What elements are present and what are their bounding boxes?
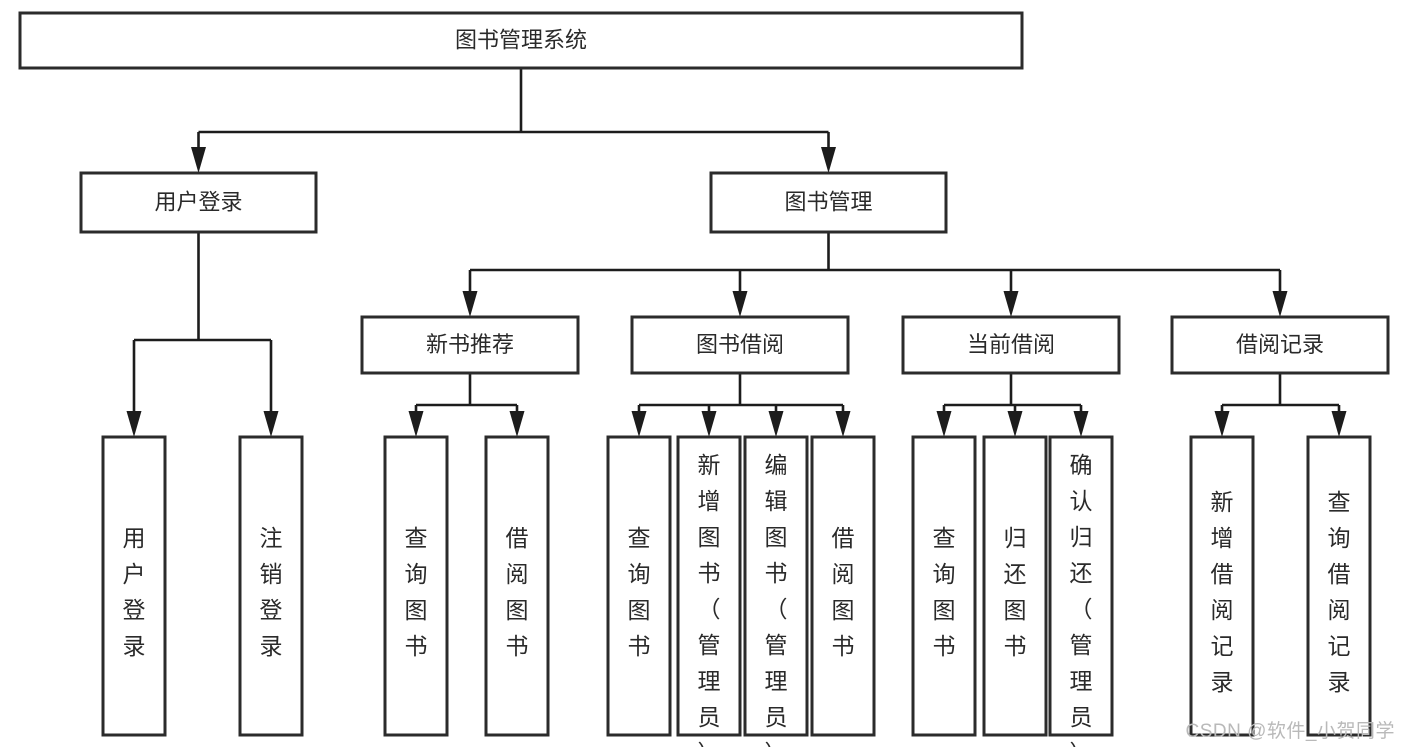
- node-box[interactable]: [79, 171, 318, 234]
- node-label: 新书推荐: [426, 332, 514, 357]
- node-box[interactable]: [606, 435, 672, 737]
- node-box[interactable]: [18, 11, 1024, 70]
- arrow-head-icon: [835, 411, 851, 437]
- node-box[interactable]: [1306, 435, 1372, 737]
- node-label: 编辑图书（管理员）: [765, 452, 788, 747]
- node-label: 新增图书（管理员）: [698, 452, 721, 747]
- node-l2-1[interactable]: 图书借阅: [630, 315, 850, 375]
- node-box[interactable]: [238, 435, 304, 737]
- node-box[interactable]: [901, 315, 1121, 375]
- node-label: 查询图书: [405, 525, 428, 659]
- node-label: 当前借阅: [967, 332, 1055, 357]
- arrow-head-icon: [768, 411, 784, 437]
- node-label: 查询借阅记录: [1328, 489, 1351, 695]
- node-label: 借阅记录: [1236, 332, 1324, 357]
- node-l1-0[interactable]: 用户登录: [79, 171, 318, 234]
- node-label: 图书管理系统: [455, 27, 587, 52]
- arrow-head-icon: [1007, 411, 1023, 437]
- node-leaf-6[interactable]: 编辑图书（管理员）: [743, 435, 809, 747]
- node-l2-0[interactable]: 新书推荐: [360, 315, 580, 375]
- arrow-head-icon: [1331, 411, 1347, 437]
- node-leaf-4[interactable]: 查询图书: [606, 435, 672, 737]
- node-label: 用户登录: [154, 189, 242, 214]
- node-leaf-7[interactable]: 借阅图书: [810, 435, 876, 737]
- node-leaf-5[interactable]: 新增图书（管理员）: [676, 435, 742, 747]
- arrow-head-icon: [631, 411, 647, 437]
- node-leaf-9[interactable]: 归还图书: [982, 435, 1048, 737]
- arrow-head-icon: [936, 411, 952, 437]
- arrow-head-icon: [701, 411, 717, 437]
- node-label: 确认归还（管理员）: [1070, 452, 1093, 747]
- node-label: 图书借阅: [696, 332, 784, 357]
- node-box[interactable]: [1170, 315, 1390, 375]
- node-root[interactable]: 图书管理系统: [18, 11, 1024, 70]
- node-box[interactable]: [676, 435, 742, 737]
- node-l1-1[interactable]: 图书管理: [709, 171, 948, 234]
- node-box[interactable]: [743, 435, 809, 737]
- node-leaf-2[interactable]: 查询图书: [383, 435, 449, 737]
- arrow-head-icon: [126, 411, 142, 437]
- arrow-head-icon: [821, 147, 836, 173]
- node-leaf-0[interactable]: 用户登录: [101, 435, 167, 737]
- node-l2-3[interactable]: 借阅记录: [1170, 315, 1390, 375]
- node-l2-2[interactable]: 当前借阅: [901, 315, 1121, 375]
- node-leaf-12[interactable]: 查询借阅记录: [1306, 435, 1372, 737]
- connectors-layer: [126, 68, 1347, 437]
- node-leaf-10[interactable]: 确认归还（管理员）: [1048, 435, 1114, 747]
- node-label: 用户登录: [123, 525, 146, 659]
- node-box[interactable]: [982, 435, 1048, 737]
- node-box[interactable]: [709, 171, 948, 234]
- node-box[interactable]: [484, 435, 550, 737]
- arrow-head-icon: [462, 291, 478, 317]
- arrow-head-icon: [509, 411, 525, 437]
- node-box[interactable]: [1048, 435, 1114, 737]
- arrow-head-icon: [191, 147, 206, 173]
- node-leaf-1[interactable]: 注销登录: [238, 435, 304, 737]
- node-label: 借阅图书: [506, 525, 529, 659]
- node-label: 借阅图书: [832, 525, 855, 659]
- node-box[interactable]: [911, 435, 977, 737]
- arrow-head-icon: [1003, 291, 1019, 317]
- node-leaf-11[interactable]: 新增借阅记录: [1189, 435, 1255, 737]
- nodes-layer: 图书管理系统用户登录图书管理新书推荐图书借阅当前借阅借阅记录用户登录注销登录查询…: [18, 11, 1390, 747]
- arrow-head-icon: [408, 411, 424, 437]
- arrow-head-icon: [732, 291, 748, 317]
- node-box[interactable]: [360, 315, 580, 375]
- arrow-head-icon: [1272, 291, 1288, 317]
- node-label: 归还图书: [1004, 525, 1027, 659]
- arrow-head-icon: [263, 411, 279, 437]
- node-label: 查询图书: [628, 525, 651, 659]
- node-leaf-8[interactable]: 查询图书: [911, 435, 977, 737]
- node-box[interactable]: [630, 315, 850, 375]
- node-leaf-3[interactable]: 借阅图书: [484, 435, 550, 737]
- node-label: 新增借阅记录: [1211, 489, 1234, 695]
- node-label: 查询图书: [933, 525, 956, 659]
- arrow-head-icon: [1214, 411, 1230, 437]
- arrow-head-icon: [1073, 411, 1089, 437]
- node-box[interactable]: [810, 435, 876, 737]
- node-label: 图书管理: [784, 189, 872, 214]
- node-box[interactable]: [383, 435, 449, 737]
- node-box[interactable]: [1189, 435, 1255, 737]
- node-label: 注销登录: [260, 525, 283, 659]
- node-box[interactable]: [101, 435, 167, 737]
